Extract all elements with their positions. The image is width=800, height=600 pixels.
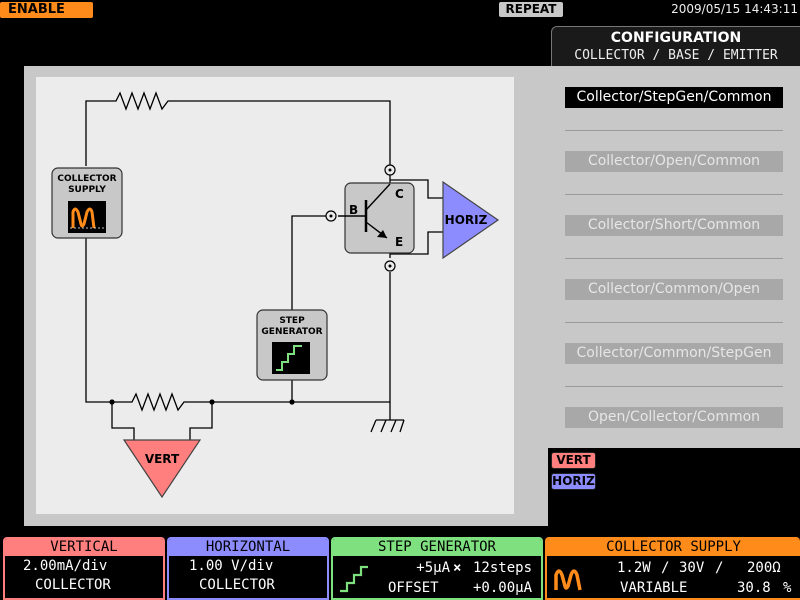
- vertical-source: COLLECTOR: [35, 577, 111, 593]
- supply-power: 1.2W: [617, 560, 651, 576]
- config-item-collector-common-stepgen[interactable]: Collector/Common/StepGen: [565, 343, 783, 364]
- ground-symbol: [370, 402, 405, 433]
- horiz-amplifier: HORIZ: [442, 180, 500, 260]
- supply-resistance: 200Ω: [747, 560, 781, 576]
- config-divider: [565, 194, 783, 195]
- supply-percent-unit: %: [783, 580, 792, 596]
- step-generator-block: STEP GENERATOR: [256, 309, 328, 381]
- vertical-panel[interactable]: VERTICAL 2.00mA/div COLLECTOR: [3, 537, 165, 600]
- config-item-collector-stepgen-common[interactable]: Collector/StepGen/Common: [565, 87, 783, 108]
- terminal-b-label: B: [349, 203, 358, 217]
- horizontal-source: COLLECTOR: [199, 577, 275, 593]
- offset-value: +0.00μA: [473, 580, 533, 596]
- transistor-block: B C E: [338, 182, 415, 254]
- legend-horiz: HORIZ: [551, 473, 596, 490]
- vertical-scale: 2.00mA/div: [23, 558, 108, 574]
- horizontal-scale: 1.00 V/div: [189, 558, 274, 574]
- horiz-wire-c: [390, 179, 444, 199]
- collector-supply-panel[interactable]: COLLECTOR SUPPLY 1.2W / 30V / 200Ω VARIA…: [545, 537, 800, 600]
- circuit-schematic: COLLECTOR SUPPLY STEP GENERATOR B C E: [24, 66, 548, 526]
- step-size: +5μA: [416, 560, 450, 576]
- terminal-c-label: C: [395, 187, 404, 201]
- config-divider: [565, 130, 783, 131]
- base-wire: [291, 215, 326, 310]
- schematic-canvas: [36, 77, 514, 514]
- step-generator-label-1: STEP: [279, 316, 305, 326]
- configuration-subtitle: COLLECTOR / BASE / EMITTER: [574, 48, 778, 63]
- step-wave-icon: [276, 345, 302, 371]
- config-item-open-collector-common[interactable]: Open/Collector/Common: [565, 407, 783, 428]
- horiz-wire-e: [390, 231, 444, 255]
- step-generator-label-2: GENERATOR: [261, 327, 322, 337]
- step-generator-icon: [340, 565, 368, 593]
- config-divider: [565, 258, 783, 259]
- collector-supply-icon: [554, 569, 582, 591]
- config-item-collector-short-common[interactable]: Collector/Short/Common: [565, 215, 783, 236]
- config-divider: [565, 386, 783, 387]
- collector-supply-panel-title: COLLECTOR SUPPLY: [547, 539, 800, 556]
- legend-vert: VERT: [551, 452, 596, 469]
- collector-supply-label-2: SUPPLY: [68, 185, 106, 195]
- offset-label: OFFSET: [388, 580, 439, 596]
- terminal-e-label: E: [395, 235, 403, 249]
- supply-mode: VARIABLE: [620, 580, 688, 596]
- left-wire: [85, 238, 112, 403]
- junction-dot: [209, 399, 215, 405]
- collector-supply-block: COLLECTOR SUPPLY: [51, 167, 123, 239]
- datetime-display: 2009/05/15 14:43:11: [671, 2, 798, 16]
- vert-amp-label: VERT: [145, 452, 180, 466]
- step-generator-panel[interactable]: STEP GENERATOR +5μA × 12steps OFFSET +0.…: [331, 537, 543, 600]
- configuration-list: Collector/StepGen/Common Collector/Open/…: [548, 66, 800, 448]
- supply-separator-2: /: [715, 560, 724, 576]
- vertical-panel-title: VERTICAL: [5, 539, 163, 556]
- configuration-title: CONFIGURATION: [610, 30, 742, 46]
- supply-separator-1: /: [661, 560, 670, 576]
- vert-amplifier: VERT: [122, 439, 202, 499]
- vert-wire-left: [111, 402, 135, 440]
- bottom-resistor: [112, 392, 212, 412]
- junction-dot: [289, 399, 295, 405]
- enable-indicator[interactable]: ENABLE: [0, 2, 93, 18]
- horiz-amp-label: HORIZ: [445, 213, 488, 227]
- horizontal-panel-title: HORIZONTAL: [169, 539, 327, 556]
- config-divider: [565, 322, 783, 323]
- collector-supply-label-1: COLLECTOR: [57, 174, 116, 184]
- repeat-indicator[interactable]: REPEAT: [499, 2, 563, 17]
- supply-wave-icon: [71, 207, 96, 229]
- top-resistor-wire: [85, 91, 391, 166]
- step-generator-panel-title: STEP GENERATOR: [333, 539, 541, 556]
- vert-wire-right: [189, 402, 213, 440]
- config-item-collector-open-common[interactable]: Collector/Open/Common: [565, 151, 783, 172]
- configuration-header: CONFIGURATION COLLECTOR / BASE / EMITTER: [551, 26, 800, 66]
- junction-dot: [109, 399, 115, 405]
- horizontal-panel[interactable]: HORIZONTAL 1.00 V/div COLLECTOR: [167, 537, 329, 600]
- supply-percent: 30.8: [737, 580, 771, 596]
- supply-voltage: 30V: [679, 560, 705, 576]
- config-item-collector-common-open[interactable]: Collector/Common/Open: [565, 279, 783, 300]
- step-times-symbol: ×: [453, 560, 462, 576]
- step-count: 12steps: [473, 560, 533, 576]
